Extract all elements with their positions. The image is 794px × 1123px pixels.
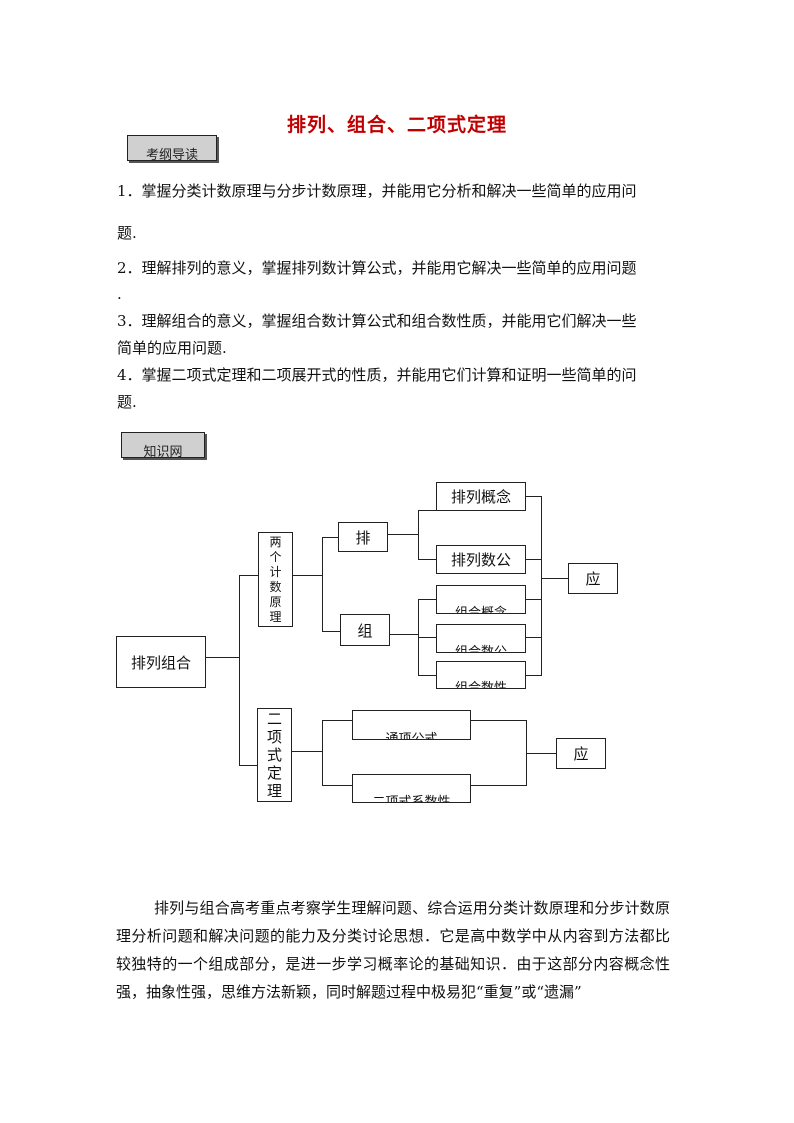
node-general-term: 通项公式 [352,710,471,740]
section-tag-knowledge: 知识网 [121,432,205,458]
node-apply-1: 应 [568,563,618,594]
syllabus-item-3b: 简单的应用问题. [117,339,227,357]
syllabus-item-1a: 1．掌握分类计数原理与分步计数原理，并能用它分析和解决一些简单的应用问 [117,182,637,200]
node-zu-concept: 组合概念 [436,585,526,614]
page-title: 排列、组合、二项式定理 [286,114,507,136]
node-root: 排列组合 [116,636,206,688]
section-tag-syllabus: 考纲导读 [127,135,217,161]
node-apply-2: 应 [556,738,606,769]
syllabus-item-2b: . [117,285,122,303]
syllabus-item-4b: 题. [117,393,137,411]
syllabus-item-1b: 题. [117,224,137,242]
node-two-principles: 两个计数原理 [258,532,293,627]
node-zu-property: 组合数性 [436,661,526,689]
node-pai: 排 [338,522,388,552]
node-zu: 组 [340,614,390,646]
node-binomial-coef: 二项式系数性 [352,774,471,803]
body-paragraph: 排列与组合高考重点考察学生理解问题、综合运用分类计数原理和分步计数原理分析问题和… [116,899,670,1001]
syllabus-item-3a: 3．理解组合的意义，掌握组合数计算公式和组合数性质，并能用它们解决一些 [117,312,637,330]
node-pai-formula: 排列数公 [436,545,526,574]
syllabus-item-2a: 2．理解排列的意义，掌握排列数计算公式，并能用它解决一些简单的应用问题 [117,259,637,277]
node-binomial: 二项式定理 [257,708,292,802]
syllabus-item-4a: 4．掌握二项式定理和二项展开式的性质，并能用它们计算和证明一些简单的问 [117,366,637,384]
node-zu-formula: 组合数公 [436,624,526,653]
node-pai-concept: 排列概念 [436,482,526,511]
